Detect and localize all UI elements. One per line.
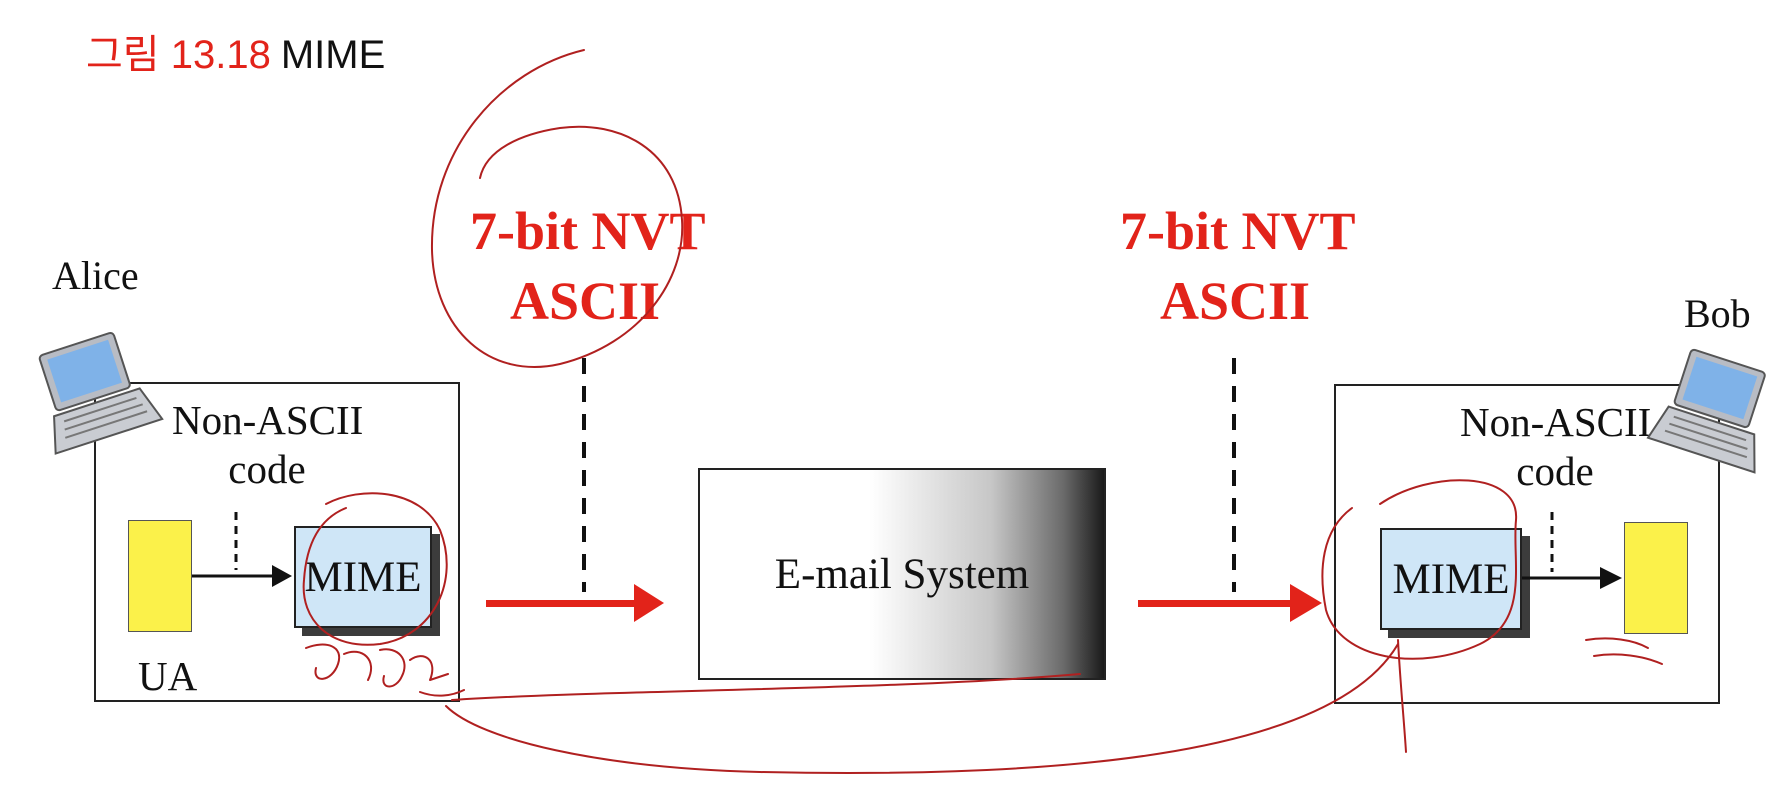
sender-ua-block [128,520,192,632]
transport-left-line2: ASCII [509,271,661,331]
handwritten-annotations [302,49,1663,775]
receiver-mime-label: MIME [1392,555,1510,603]
laptop-icon [1646,348,1766,474]
transport-right-line1: 7-bit NVT [1120,201,1356,261]
email-system-box: E-mail System [698,468,1106,680]
transport-label-right: 7-bit NVT ASCII [1120,196,1356,336]
transport-right-line2: ASCII [1159,271,1311,331]
receiver-name: Bob [1684,291,1751,336]
sender-mime-box: MIME [294,526,432,628]
transport-arrow-right [1138,584,1322,622]
receiver-code-label: Non-ASCII code [1460,398,1652,496]
sender-code-label: Non-ASCII code [172,396,364,494]
receiver-mime-box: MIME [1380,528,1522,630]
email-system-label: E-mail System [774,550,1030,598]
receiver-code-label-line2: code [1516,448,1594,494]
figure-title: MIME [280,33,386,77]
sender-code-label-line2: code [228,446,306,492]
receiver-mime-to-ua-arrow [1522,567,1622,589]
sender-code-label-line1: Non-ASCII [172,397,364,443]
transport-arrow-left [486,584,664,622]
sender-mime-label: MIME [304,553,422,601]
transport-label-left: 7-bit NVT ASCII [470,196,706,336]
laptop-icon [38,331,164,455]
sender-name: Alice [52,253,139,298]
sender-ua-label: UA [138,653,198,699]
receiver-ua-block [1624,522,1688,634]
transport-left-line1: 7-bit NVT [470,201,706,261]
receiver-code-label-line1: Non-ASCII [1460,399,1652,445]
sender-ua-to-mime-arrow [192,565,292,587]
figure-number: 그림 13.18 [86,33,271,77]
